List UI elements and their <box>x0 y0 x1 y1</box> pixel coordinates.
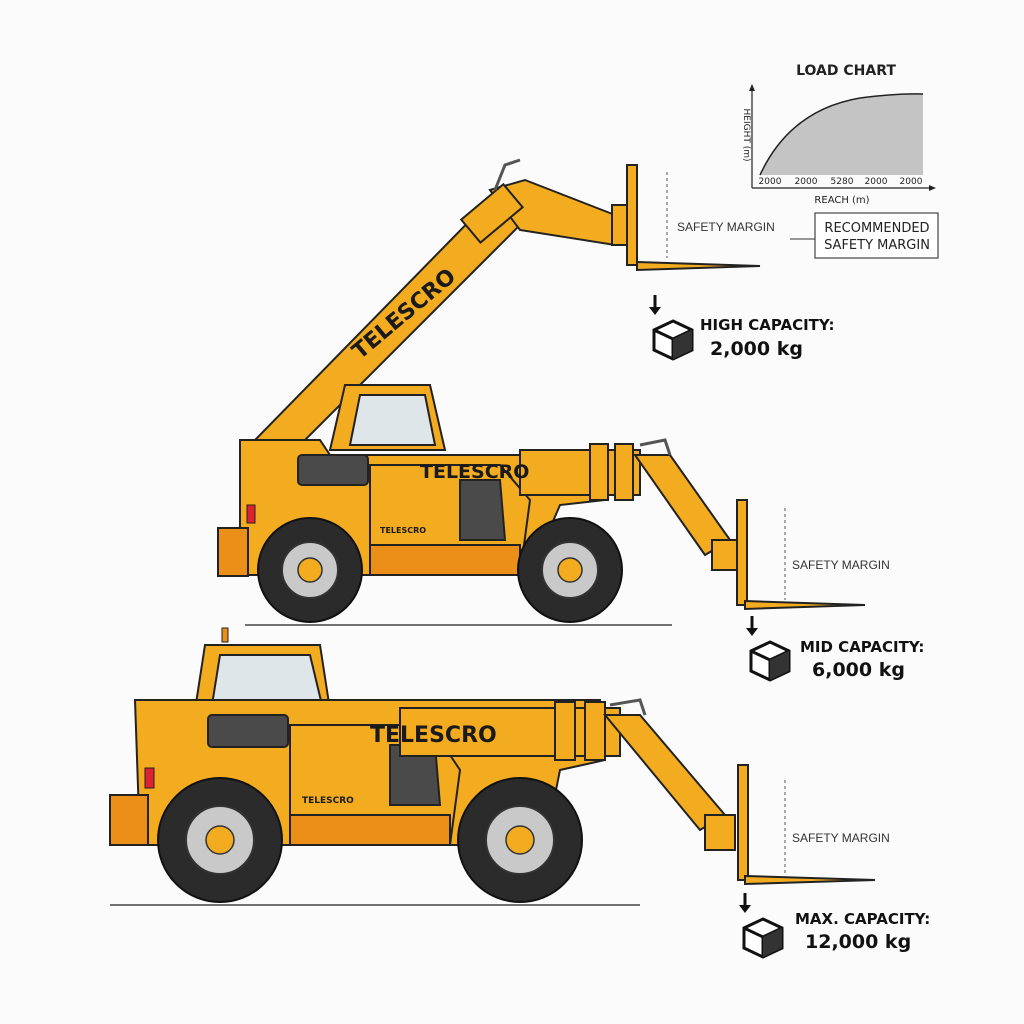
capacity-value: 2,000 kg <box>710 338 803 360</box>
safety-margin-1: SAFETY MARGIN <box>666 172 775 258</box>
raised-boom: TELESCRO <box>253 158 761 457</box>
front-wheel <box>517 517 623 623</box>
rear-bumper <box>217 527 249 577</box>
safety-margin-3: SAFETY MARGIN <box>784 780 890 873</box>
load-chart-area <box>760 93 923 175</box>
capacity-title: MID CAPACITY: <box>800 638 924 656</box>
down-arrow-icon <box>649 295 661 315</box>
telehandler-lower: TELESCRO TELESCRO <box>109 627 876 906</box>
rear-wheel <box>157 777 283 903</box>
capacity-label-2: MID CAPACITY: 6,000 kg <box>746 616 924 682</box>
beacon-light <box>221 627 229 643</box>
boom-brand: TELESCRO <box>370 723 497 748</box>
box-icon <box>742 917 784 959</box>
load-chart: LOAD CHART HEIGHT (m) 2000 2000 5280 200… <box>741 63 939 259</box>
safety-margin-label: SAFETY MARGIN <box>677 220 775 234</box>
capacity-value: 6,000 kg <box>812 659 905 681</box>
boom-brand: TELESCRO <box>420 461 529 483</box>
box-icon <box>652 319 694 361</box>
capacity-title: MAX. CAPACITY: <box>795 910 930 928</box>
horizontal-boom: TELESCRO <box>370 698 876 886</box>
load-chart-curve <box>759 93 924 176</box>
horizontal-boom: TELESCRO <box>420 438 866 611</box>
x-tick-label: 5280 <box>831 177 854 187</box>
rear-bumper <box>109 794 149 846</box>
cab-window <box>348 394 437 446</box>
x-axis-label: REACH (m) <box>814 195 869 206</box>
engine-vent <box>459 479 507 541</box>
capacity-label-1: HIGH CAPACITY: 2,000 kg <box>649 295 834 361</box>
capacity-value: 12,000 kg <box>805 931 911 953</box>
boom-brand: TELESCRO <box>348 264 461 365</box>
safety-margin-label: SAFETY MARGIN <box>792 831 890 845</box>
load-chart-title: LOAD CHART <box>796 63 896 79</box>
rear-wheel <box>257 517 363 623</box>
down-arrow-icon <box>746 616 758 636</box>
box-icon <box>749 640 791 682</box>
front-wheel <box>457 777 583 903</box>
x-tick-label: 2000 <box>795 177 818 187</box>
safety-margin-label: SAFETY MARGIN <box>792 558 890 572</box>
body-brand: TELESCRO <box>302 796 354 806</box>
x-tick-label: 2000 <box>759 177 782 187</box>
callout-line: SAFETY MARGIN <box>824 238 930 253</box>
recommended-safety-margin-callout <box>814 212 939 259</box>
cab-window <box>210 654 324 706</box>
body-brand: TELESCRO <box>380 526 426 535</box>
safety-margin-2: SAFETY MARGIN <box>784 508 890 600</box>
y-axis-label: HEIGHT (m) <box>741 109 751 162</box>
x-tick-label: 2000 <box>900 177 923 187</box>
down-arrow-icon <box>739 893 751 913</box>
capacity-title: HIGH CAPACITY: <box>700 316 834 334</box>
capacity-label-3: MAX. CAPACITY: 12,000 kg <box>739 893 930 959</box>
x-tick-label: 2000 <box>865 177 888 187</box>
callout-line: RECOMMENDED <box>824 221 929 236</box>
